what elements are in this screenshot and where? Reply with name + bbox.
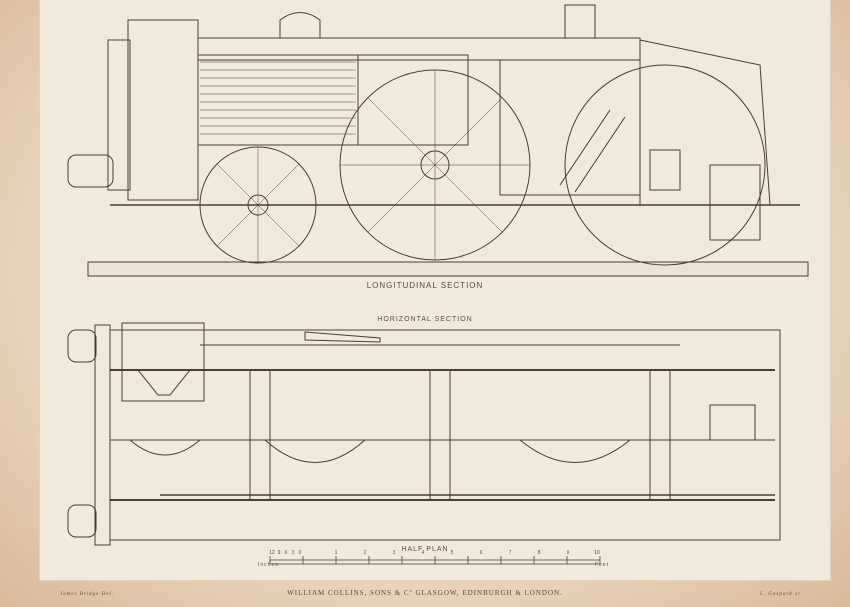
horizontal-section bbox=[67, 322, 781, 546]
scale-inch-tick: 3 bbox=[292, 550, 295, 556]
scale-inch-tick: 12 bbox=[269, 550, 275, 556]
scale-bar bbox=[269, 556, 601, 565]
plan-axle-2 bbox=[429, 369, 451, 501]
plan-wheel-2 bbox=[264, 439, 366, 463]
scale-foot-tick: 5 bbox=[451, 550, 454, 556]
ladder bbox=[559, 109, 626, 193]
longitudinal-section bbox=[67, 4, 809, 277]
cylinder-block bbox=[121, 322, 205, 402]
buffer-beam bbox=[107, 39, 131, 191]
connecting-rod bbox=[304, 331, 381, 343]
scale-foot-tick: 3 bbox=[393, 550, 396, 556]
scale-inch-tick: 9 bbox=[278, 550, 281, 556]
safety-valve bbox=[564, 4, 596, 39]
scale-inches-label: Inches bbox=[258, 562, 279, 568]
publisher-credit: WILLIAM COLLINS, SONS & Cº GLASGOW, EDIN… bbox=[287, 589, 563, 597]
cab-fitting bbox=[649, 149, 681, 191]
engraver-credit: L. Gaspard sc. bbox=[760, 592, 804, 597]
plan-wheel-1 bbox=[129, 439, 201, 456]
scale-inch-tick: 6 bbox=[285, 550, 288, 556]
plan-buffer-top bbox=[67, 329, 97, 363]
scale-foot-tick: 9 bbox=[567, 550, 570, 556]
scale-foot-tick: 10 bbox=[594, 550, 600, 556]
firebox bbox=[357, 54, 469, 146]
scale-foot-tick: 8 bbox=[538, 550, 541, 556]
scale-foot-tick: 1 bbox=[335, 550, 338, 556]
front-buffer bbox=[67, 154, 114, 188]
rail-line bbox=[87, 261, 809, 277]
cab-box bbox=[709, 164, 761, 241]
plan-axle-1 bbox=[249, 369, 271, 501]
plan-buffer-bottom bbox=[67, 504, 97, 538]
horizontal-section-title: HORIZONTAL SECTION bbox=[377, 316, 473, 323]
dome bbox=[279, 12, 321, 39]
plan-wheel-3 bbox=[519, 439, 631, 463]
plan-axle-3 bbox=[649, 369, 671, 501]
wheel-spokes bbox=[200, 70, 530, 263]
scale-foot-tick: 6 bbox=[480, 550, 483, 556]
plan-outline bbox=[109, 329, 781, 541]
scale-foot-tick: 4 bbox=[422, 550, 425, 556]
half-plan-title: HALF PLAN bbox=[401, 546, 449, 553]
tube-lines bbox=[200, 61, 356, 135]
scale-feet-label: Feet bbox=[595, 562, 610, 568]
scale-foot-tick: 7 bbox=[509, 550, 512, 556]
artist-credit: James Bridge Del. bbox=[60, 592, 115, 597]
plan-cab-box bbox=[709, 404, 756, 441]
scale-inch-tick: 0 bbox=[299, 550, 302, 556]
longitudinal-section-title: LONGITUDINAL SECTION bbox=[366, 281, 484, 290]
trailing-wheel bbox=[564, 64, 766, 266]
scale-foot-tick: 2 bbox=[364, 550, 367, 556]
